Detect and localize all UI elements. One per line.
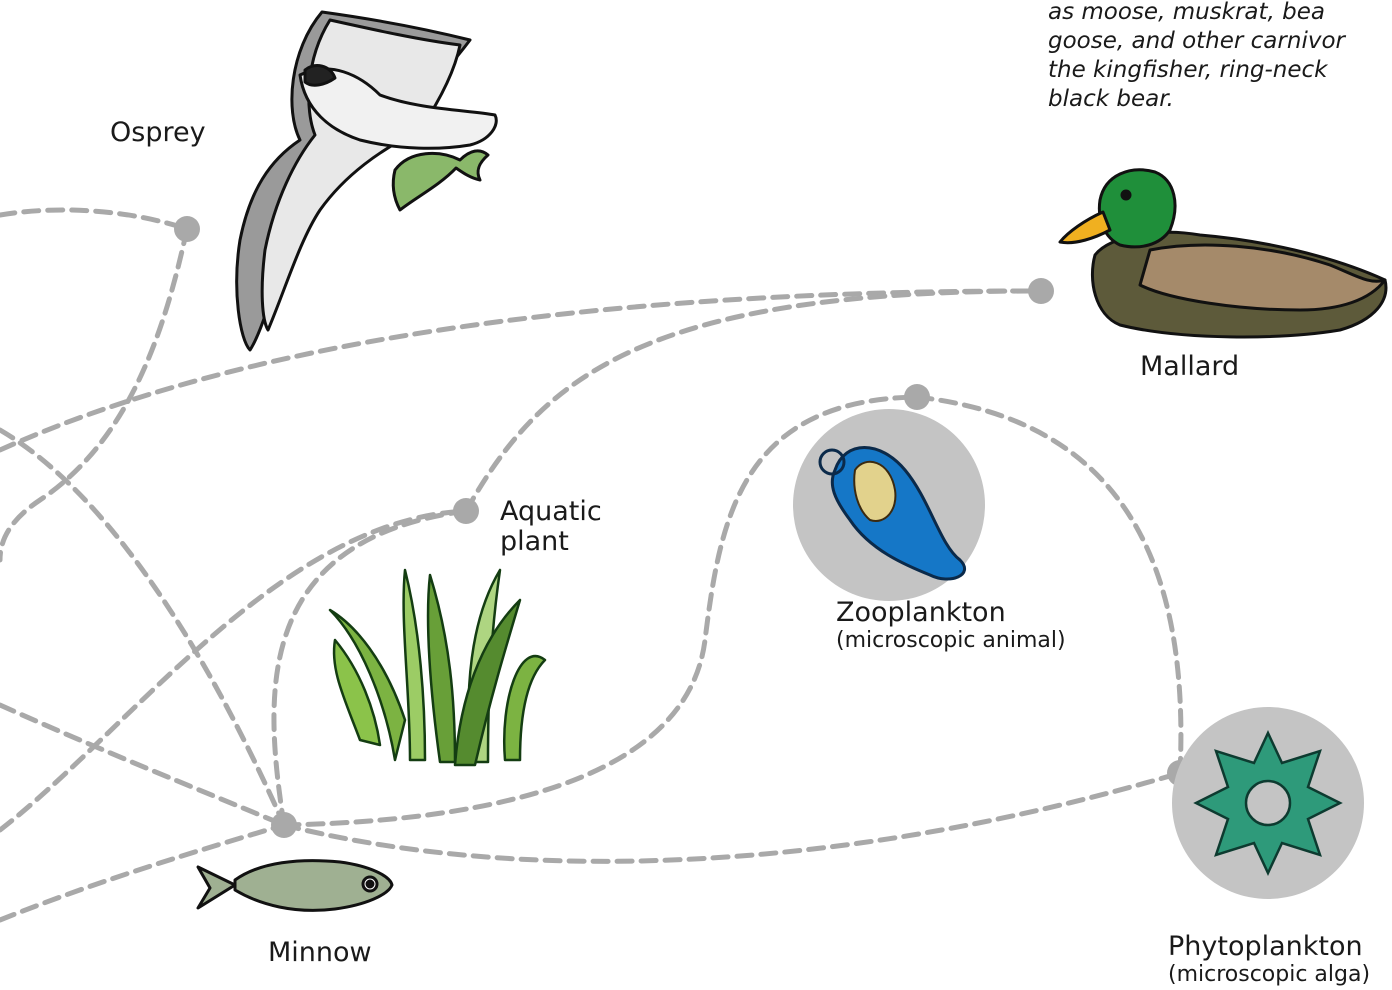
connector-edge-to-plant <box>0 511 466 830</box>
phytoplankton-sublabel: (microscopic alga) <box>1168 962 1370 988</box>
zooplankton-illustration <box>793 409 985 601</box>
aquatic-plant-label: Aquatic plant <box>500 497 602 557</box>
aquatic-plant-label-line1: Aquatic <box>500 497 602 527</box>
node-zooplankton <box>904 384 930 410</box>
note-line: as moose, muskrat, bea <box>1048 0 1392 27</box>
zooplankton-name: Zooplankton <box>836 598 1066 628</box>
aquatic-plant-label-line2: plant <box>500 527 602 557</box>
minnow-illustration <box>198 861 392 911</box>
zooplankton-label: Zooplankton (microscopic animal) <box>836 598 1066 654</box>
osprey-label: Osprey <box>110 118 206 148</box>
note-line: the kingfisher, ring-neck <box>1048 56 1392 85</box>
node-minnow <box>271 812 297 838</box>
mallard-illustration <box>1060 170 1386 337</box>
minnow-label: Minnow <box>268 938 372 968</box>
node-osprey <box>174 216 200 242</box>
food-web-note: as moose, muskrat, bea goose, and other … <box>1048 0 1392 114</box>
osprey-illustration <box>237 12 497 350</box>
node-mallard <box>1028 278 1054 304</box>
node-aquatic-plant <box>453 498 479 524</box>
phytoplankton-illustration <box>1172 707 1364 899</box>
mallard-label: Mallard <box>1140 352 1239 382</box>
connector-minnow-edge-low <box>0 825 284 920</box>
connector-edge2-to-minnow <box>0 705 284 825</box>
note-line: black bear. <box>1048 85 1392 114</box>
aquatic-plant-illustration <box>330 570 545 765</box>
zooplankton-sublabel: (microscopic animal) <box>836 628 1066 654</box>
phytoplankton-label: Phytoplankton (microscopic alga) <box>1168 932 1370 988</box>
note-line: goose, and other carnivor <box>1048 27 1392 56</box>
phytoplankton-name: Phytoplankton <box>1168 932 1370 962</box>
connector-edge-to-osprey <box>0 210 187 229</box>
